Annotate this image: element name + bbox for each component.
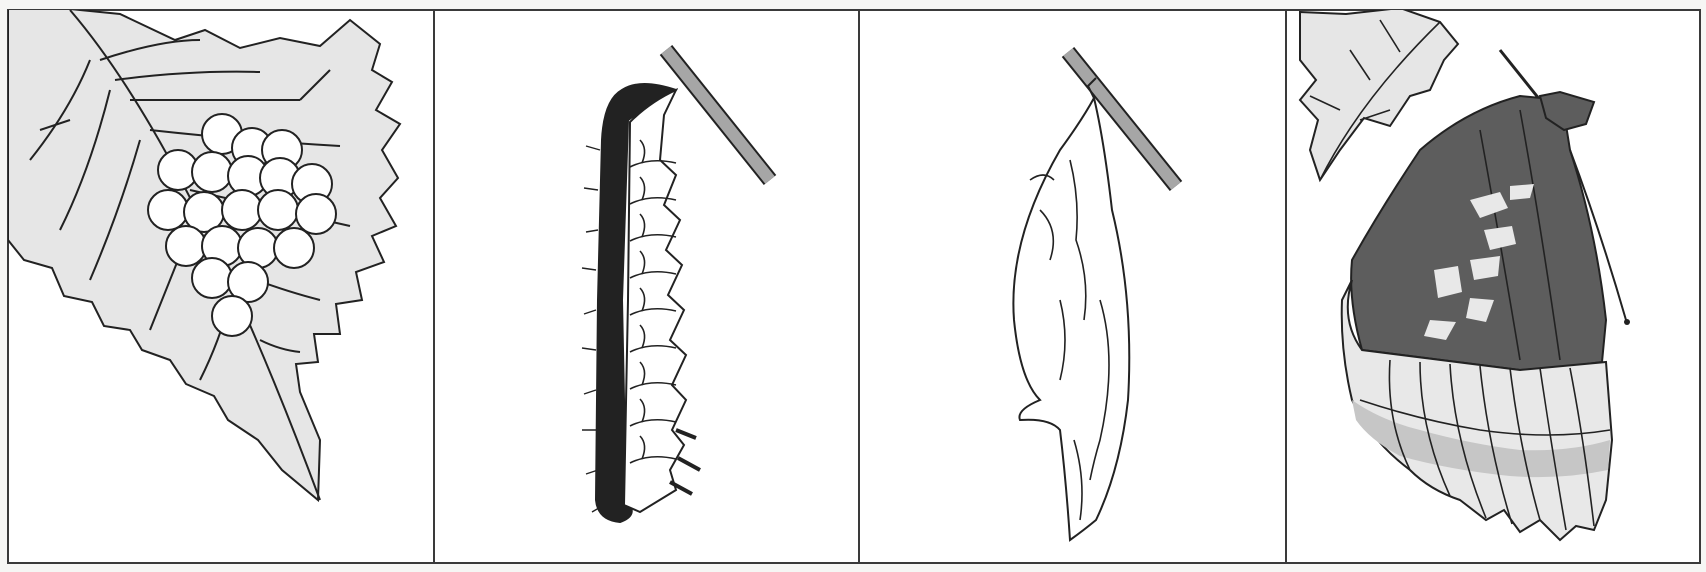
egg (274, 228, 314, 268)
egg (258, 190, 298, 230)
egg (192, 152, 232, 192)
egg (222, 190, 262, 230)
egg (212, 296, 252, 336)
egg (296, 194, 336, 234)
egg (148, 190, 188, 230)
egg (192, 258, 232, 298)
egg (166, 226, 206, 266)
